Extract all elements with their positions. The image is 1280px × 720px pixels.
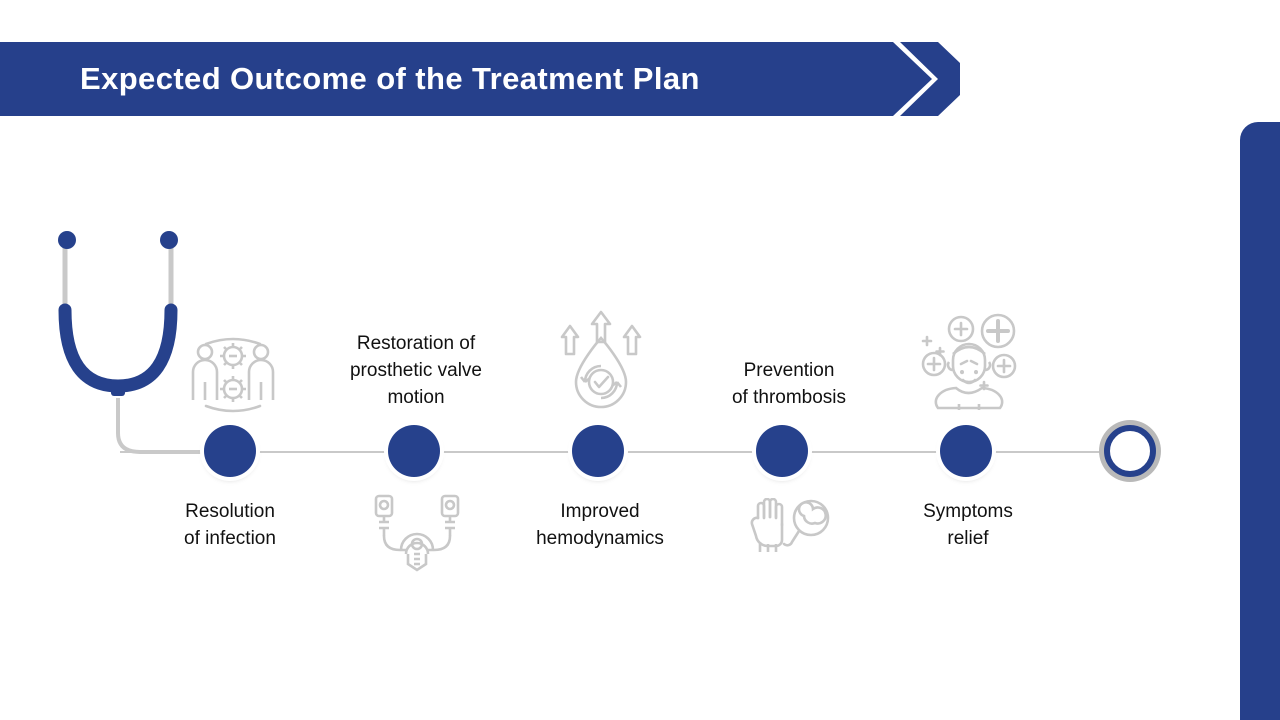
prosthetic-valve-icon [368, 492, 466, 572]
timeline-label-3: Improved hemodynamics [536, 501, 664, 549]
header-banner: Expected Outcome of the Treatment Plan [0, 42, 960, 116]
timeline-node-4[interactable] [756, 425, 808, 477]
timeline-label-4: Prevention of thrombosis [731, 360, 847, 408]
timeline-node-1[interactable] [204, 425, 256, 477]
timeline-node-3[interactable] [572, 425, 624, 477]
blood-drop-flow-icon [552, 308, 650, 412]
timeline-node-2[interactable] [388, 425, 440, 477]
timeline-label-2: Restoration of prosthetic valve motion [349, 333, 482, 408]
timeline-label-1: Resolution of infection [184, 501, 276, 549]
timeline-end-marker [1104, 425, 1156, 477]
timeline-line [120, 451, 1130, 453]
stethoscope-icon [40, 218, 220, 468]
chevron-right-icon [900, 42, 960, 116]
hand-stop-clot-icon [748, 498, 836, 560]
right-accent-bar [1240, 122, 1280, 720]
timeline-label-5: Symptoms relief [923, 501, 1013, 549]
banner-shape [0, 42, 960, 116]
happy-patient-health-icon [918, 310, 1018, 414]
timeline-node-5[interactable] [940, 425, 992, 477]
people-germs-icon [186, 336, 280, 414]
page-title: Expected Outcome of the Treatment Plan [80, 61, 700, 96]
